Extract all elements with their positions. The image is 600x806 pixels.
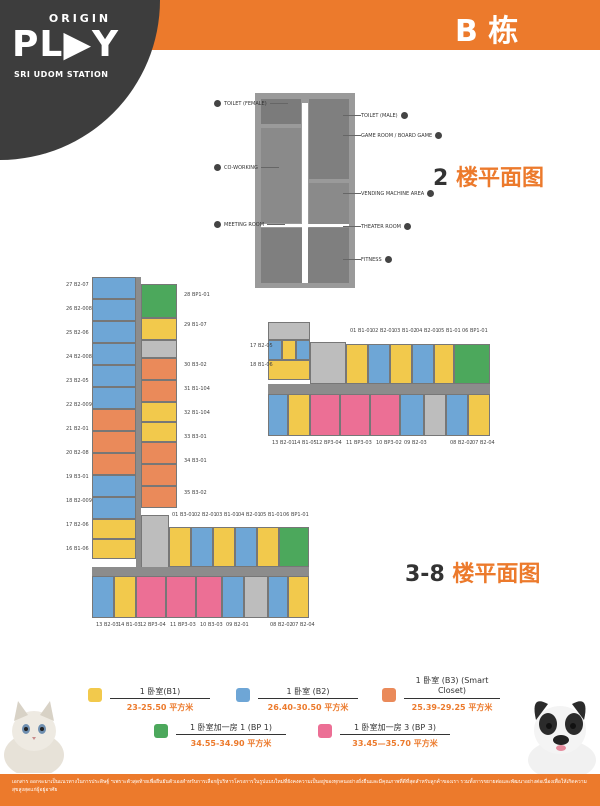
legend-swatch-bp3 xyxy=(318,724,332,738)
callout-game-room: GAME ROOM / BOARD GAME xyxy=(340,132,445,139)
callout-toilet-male: TOILET (MALE) xyxy=(340,112,411,119)
floor3-8-label: 3-8 楼平面图 xyxy=(405,562,541,587)
logo-station-text: SRI UDOM STATION xyxy=(14,70,109,79)
brand-logo-panel: ORIGIN PL▶Y SRI UDOM STATION xyxy=(0,0,160,160)
logo-play-word: PL▶Y xyxy=(12,24,120,65)
callout-theater: THEATER ROOM xyxy=(340,223,414,230)
legend-name-bp3: 1 卧室加一房 3 (BP 3) xyxy=(354,723,436,732)
callout-meeting-room: MEETING ROOM xyxy=(214,221,286,228)
footer-disclaimer: เอกสาร ออกจะมาเป็นแนวทางในการประดิษฐ์ ฯเ… xyxy=(12,779,587,793)
legend-name-b2: 1 卧室 (B2) xyxy=(286,687,330,696)
callout-vending: VENDING MACHINE AREA xyxy=(340,190,437,197)
logo-play-text: PL▶Y xyxy=(12,24,119,65)
legend-name-b3: 1 卧室 (B3) (Smart Closet) xyxy=(415,676,489,695)
legend-name-b1: 1 卧室(B1) xyxy=(139,687,181,696)
logo-origin-text: ORIGIN xyxy=(48,12,112,25)
callout-fitness: FITNESS xyxy=(340,256,395,263)
legend-area-bp1: 34.55-34.90 平方米 xyxy=(190,739,272,748)
footer-bar: เอกสาร ออกจะมาเป็นแนวทางในการประดิษฐ์ ฯเ… xyxy=(0,774,600,806)
callout-toilet-female: TOILET (FEMALE) xyxy=(214,100,288,107)
legend-area-b1: 23-25.50 平方米 xyxy=(126,703,194,712)
cat-image xyxy=(4,701,64,773)
callout-co-working: CO-WORKING xyxy=(214,164,279,171)
legend-area-b2: 26.40-30.50 平方米 xyxy=(267,703,349,712)
floor2-plan xyxy=(255,93,355,288)
building-title: B 栋 xyxy=(455,14,519,49)
dog-image xyxy=(528,701,596,778)
legend-area-b3: 25.39-29.25 平方米 xyxy=(411,703,493,712)
legend-name-bp1: 1 卧室加一房 1 (BP 1) xyxy=(190,723,272,732)
legend-swatch-bp1 xyxy=(154,724,168,738)
legend-swatch-b2 xyxy=(236,688,250,702)
legend-swatch-b1 xyxy=(88,688,102,702)
legend-swatch-b3 xyxy=(382,688,396,702)
legend-area-bp3: 33.45—35.70 平方米 xyxy=(352,739,438,748)
floor2-label: 2 楼平面图 xyxy=(433,166,544,191)
